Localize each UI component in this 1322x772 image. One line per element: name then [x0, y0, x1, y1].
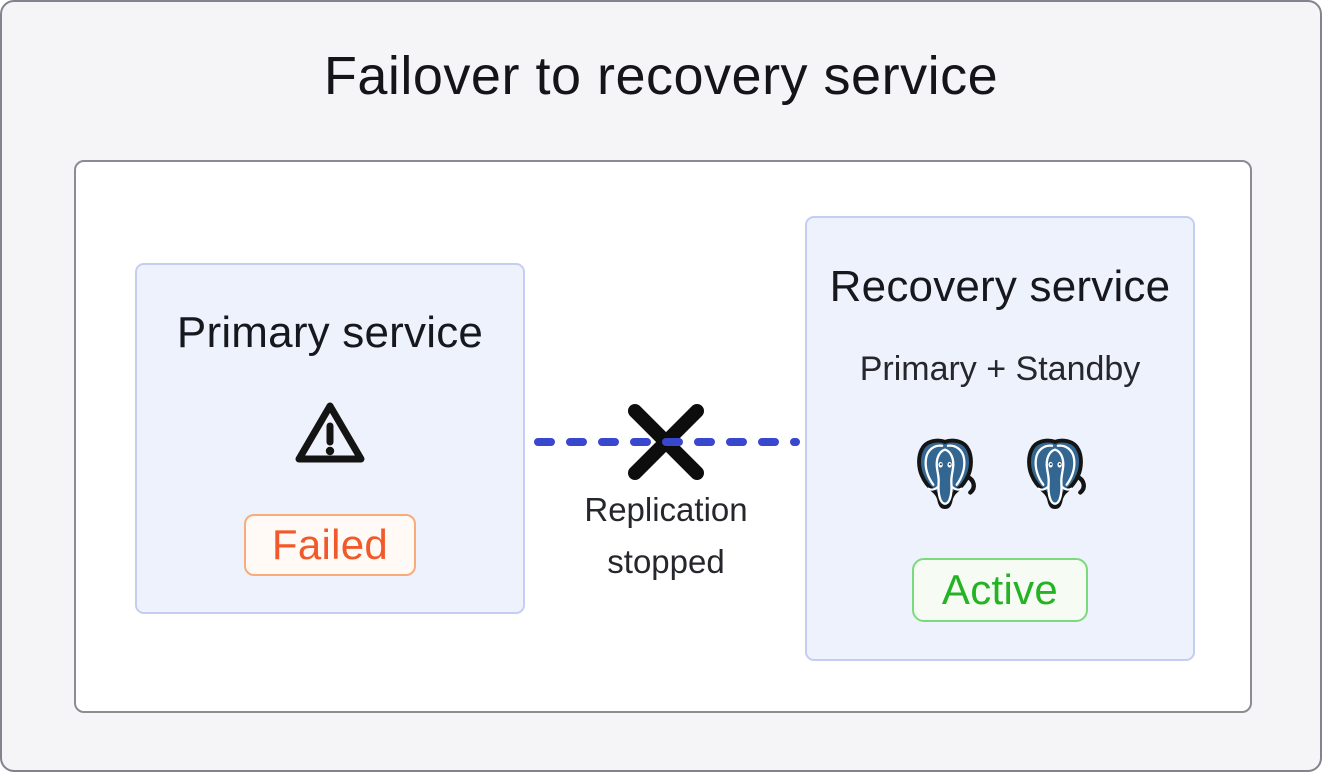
diagram-title: Failover to recovery service [323, 46, 999, 106]
active-label: Active [941, 566, 1059, 613]
recovery-service-box: Recovery service Primary + Standby [805, 216, 1195, 661]
recovery-service-title: Recovery service [829, 262, 1171, 311]
primary-service-box: Primary service Failed [135, 263, 525, 614]
warning-triangle-icon [293, 399, 367, 472]
dashed-connection-line [532, 434, 802, 452]
replication-label-line2: stopped [607, 543, 725, 580]
status-badge-active: Active [912, 558, 1088, 622]
primary-service-title: Primary service [176, 308, 484, 357]
postgresql-logo-icon [1020, 437, 1090, 511]
postgresql-logo-icon [910, 437, 980, 511]
postgres-instances [807, 437, 1193, 511]
replication-stopped-label: Replication stopped [534, 484, 798, 588]
diagram-panel: Primary service Failed [74, 160, 1252, 713]
replication-label-line1: Replication [584, 491, 748, 528]
failed-label: Failed [271, 521, 389, 568]
recovery-service-subtitle: Primary + Standby [859, 350, 1141, 388]
status-badge-failed: Failed [244, 514, 416, 576]
